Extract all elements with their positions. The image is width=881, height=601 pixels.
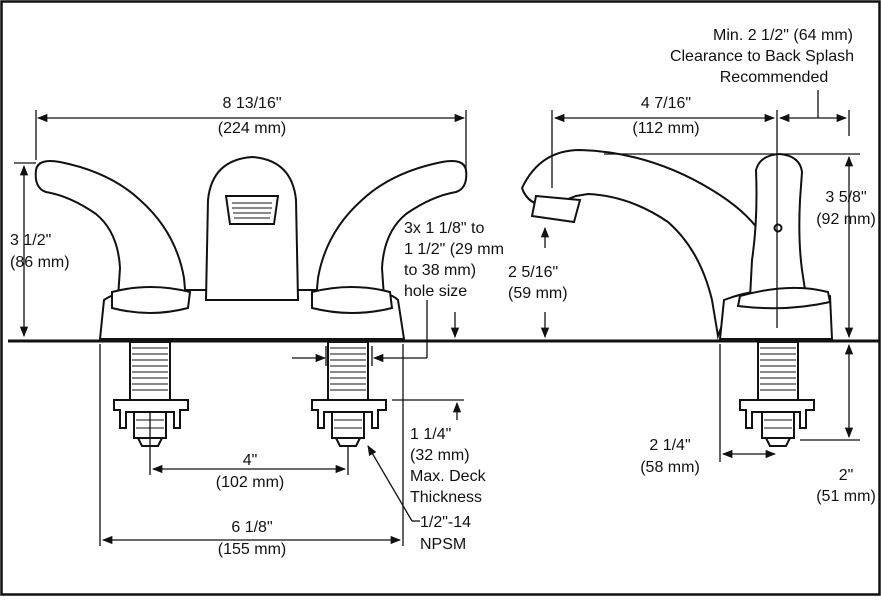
hole-size-line-4: hole size (404, 283, 467, 300)
hole-size-line-3: to 38 mm) (404, 262, 476, 279)
spout-reach-mm: (112 mm) (632, 120, 699, 137)
overall-width-label: 8 13/16" (222, 95, 281, 112)
hole-size-callout: 3x 1 1/8" to 1 1/2" (29 mm to 38 mm) hol… (292, 220, 504, 366)
shank-length-dimension: 2" (51 mm) (800, 343, 876, 505)
left-handle-collar (111, 286, 192, 314)
deck-thickness-line-3: Max. Deck (410, 468, 487, 485)
left-shank (113, 341, 189, 447)
spout-height-mm: (59 mm) (508, 285, 568, 302)
right-handle-collar (311, 286, 394, 314)
set-screw (773, 223, 783, 233)
shank-offset-label: 2 1/4" (649, 437, 690, 454)
side-aerator (530, 194, 582, 224)
center-spacing-label: 4" (243, 452, 258, 469)
deck-thickness-line-2: (32 mm) (410, 447, 470, 464)
handle-height-mm: (86 mm) (10, 254, 70, 271)
spout-height-dimension: 2 5/16" (59 mm) (508, 226, 568, 339)
body-height-label: 3 5/8" (825, 189, 866, 206)
backsplash-line-3: Recommended (720, 69, 829, 86)
backsplash-line-1: Min. 2 1/2" (64 mm) (713, 27, 853, 44)
aerator (224, 195, 280, 225)
body-height-dimension: 3 5/8" (92 mm) (604, 153, 876, 339)
thread-size-label: 1/2"-14 (420, 514, 471, 531)
left-lever-handle (34, 160, 188, 304)
deck-thickness-line-4: Thickness (410, 489, 482, 506)
shank-offset-dimension: 2 1/4" (58 mm) (640, 344, 777, 476)
shank-length-label: 2" (839, 467, 854, 484)
hole-size-line-1: 3x 1 1/8" to (404, 220, 485, 237)
handle-height-label: 3 1/2" (10, 232, 51, 249)
shank-length-mm: (51 mm) (816, 488, 876, 505)
shank-offset-mm: (58 mm) (640, 459, 700, 476)
base-width-mm: (155 mm) (218, 541, 286, 558)
overall-width-mm: (224 mm) (218, 120, 286, 137)
spout-reach-label: 4 7/16" (641, 95, 691, 112)
base-width-dimension: 6 1/8" (155 mm) (99, 344, 404, 558)
side-collar (736, 286, 832, 310)
body-height-mm: (92 mm) (816, 211, 876, 228)
side-shank (739, 341, 815, 447)
base-width-label: 6 1/8" (231, 519, 272, 536)
thread-type-label: NPSM (420, 536, 466, 553)
spout-height-label: 2 5/16" (508, 264, 558, 281)
backsplash-line-2: Clearance to Back Splash (670, 48, 854, 65)
backsplash-clearance: Min. 2 1/2" (64 mm) Clearance to Back Sp… (670, 27, 854, 136)
thread-callout: 1/2"-14 NPSM (367, 445, 471, 553)
aerator-mesh (232, 202, 272, 219)
center-spacing-dimension: 4" (102 mm) (149, 412, 349, 491)
overall-width-dimension: 8 13/16" (224 mm) (35, 95, 467, 172)
spout-reach-dimension: 4 7/16" (112 mm) (551, 95, 778, 328)
deck-thickness-dimension: 1 1/4" (32 mm) Max. Deck Thickness (392, 399, 487, 506)
deck-thickness-line-1: 1 1/4" (410, 426, 451, 443)
center-spacing-mm: (102 mm) (216, 474, 284, 491)
side-view: 4 7/16" (112 mm) Min. 2 1/2" (64 mm) Cle… (508, 27, 876, 505)
front-spout (204, 155, 300, 301)
hole-size-line-2: 1 1/2" (29 mm (404, 241, 504, 258)
right-shank (311, 341, 387, 447)
handle-height-dimension: 3 1/2" (86 mm) (10, 162, 70, 338)
front-view: 8 13/16" (224 mm) 3 1/2" (86 mm) 3x 1 1/… (10, 95, 504, 558)
